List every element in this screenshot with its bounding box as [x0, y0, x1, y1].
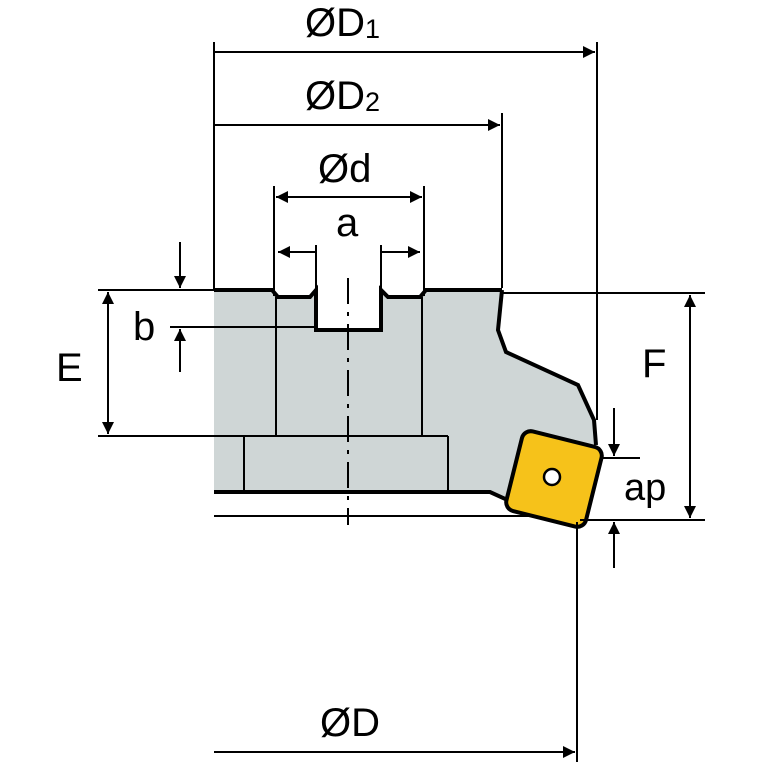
cutting-insert: [504, 429, 604, 529]
label-F: F: [642, 342, 666, 386]
cutter-body: [214, 290, 594, 522]
label-E: E: [56, 346, 83, 390]
dimension-lines: [102, 46, 696, 758]
label-D2: ØD2: [305, 74, 380, 118]
extension-lines: [98, 42, 705, 762]
label-D1: ØD1: [305, 1, 380, 45]
label-b: b: [133, 305, 155, 349]
cutter-bottom-outline: [214, 490, 513, 504]
label-ap: ap: [624, 467, 666, 509]
label-d: Ød: [318, 147, 371, 191]
bore-lines: [214, 297, 575, 517]
insert-screw-hole: [542, 467, 562, 487]
cutter-side-outline: [495, 289, 598, 446]
label-a: a: [336, 201, 359, 245]
label-D: ØD: [320, 701, 380, 745]
